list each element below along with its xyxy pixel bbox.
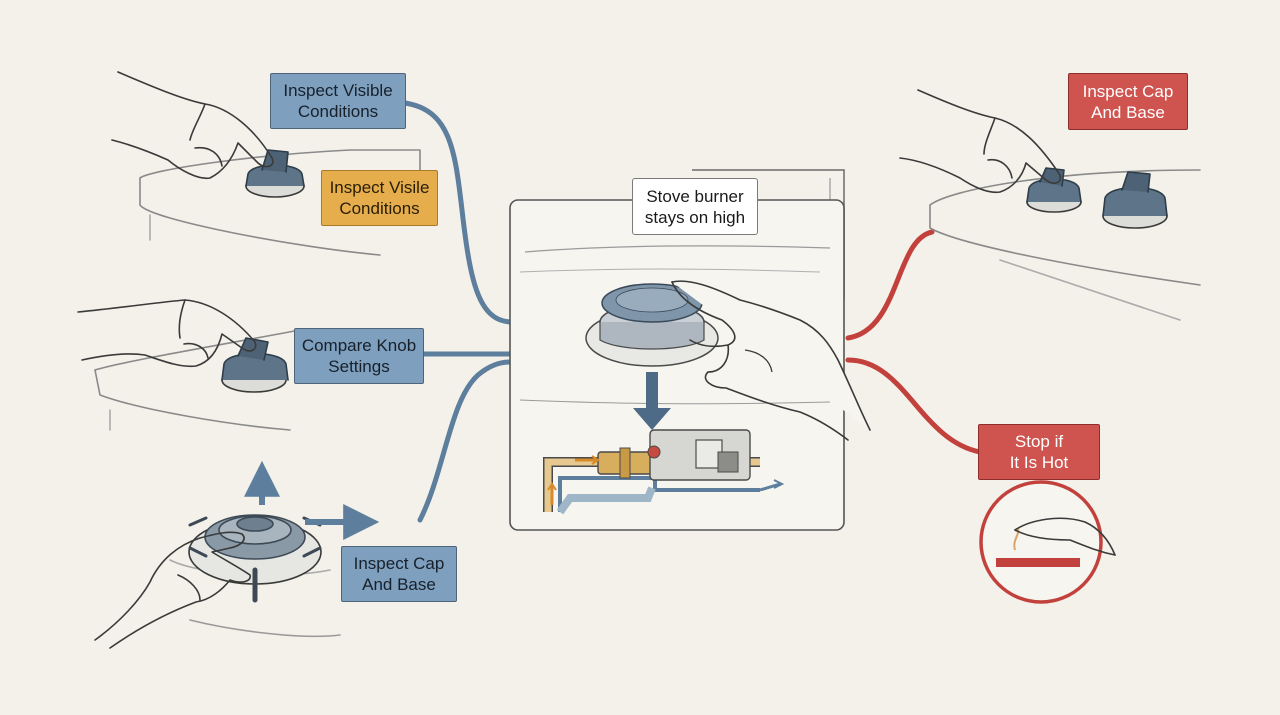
- connector-cap-base-left: [417, 359, 513, 523]
- blue-connectors: [402, 100, 513, 523]
- hand-turning-knob-icon: [899, 89, 1201, 321]
- label-inspect-cap-and-base-left: Inspect Cap And Base: [341, 546, 457, 602]
- hand-over-hot-surface-icon: [979, 480, 1116, 604]
- label-compare-knob-settings: Compare Knob Settings: [294, 328, 424, 384]
- label-inspect-visile-conditions: Inspect Visile Conditions: [321, 170, 438, 226]
- hand-turning-knob-icon: [77, 299, 301, 431]
- label-stove-burner-stays-on-high: Stove burner stays on high: [632, 178, 758, 235]
- label-inspect-cap-and-base-right: Inspect Cap And Base: [1068, 73, 1188, 130]
- label-stop-if-it-is-hot: Stop if It Is Hot: [978, 424, 1100, 480]
- connector-cap-base-right: [845, 229, 935, 341]
- connector-stop-hot: [845, 357, 983, 455]
- label-inspect-visible-conditions: Inspect Visible Conditions: [270, 73, 406, 129]
- hand-on-burner-icon: [94, 514, 341, 649]
- red-connectors: [845, 229, 983, 455]
- connector-visible-conditions: [402, 100, 513, 325]
- burner-and-gas-valve-icon: [509, 169, 871, 531]
- hand-turning-knob-icon: [111, 71, 421, 256]
